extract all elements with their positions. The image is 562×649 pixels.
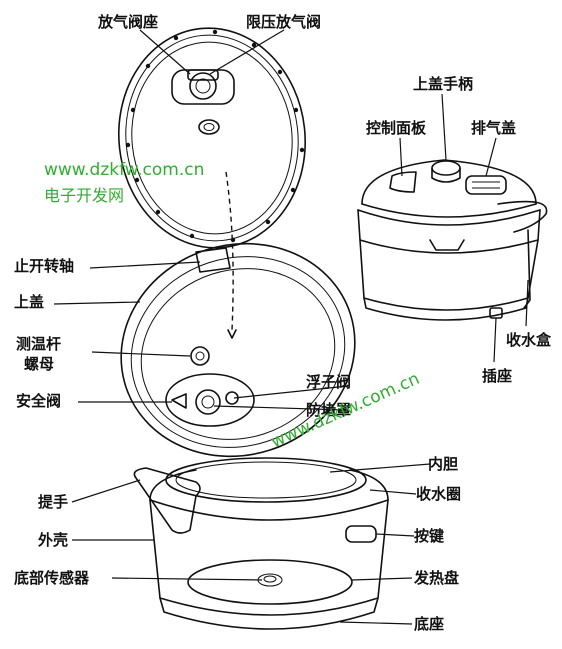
label-button: 按键 bbox=[414, 527, 445, 545]
label-base: 底座 bbox=[414, 615, 445, 633]
label-anti-block-cover: 防堵罩 bbox=[306, 401, 352, 419]
label-inner-pot: 内胆 bbox=[428, 455, 459, 473]
label-top-lid: 上盖 bbox=[14, 293, 45, 311]
assembled-cooker bbox=[357, 159, 548, 321]
label-water-collector-box: 收水盒 bbox=[506, 331, 552, 349]
detached-lid bbox=[117, 27, 307, 339]
main-cooker bbox=[120, 242, 389, 630]
label-heating-plate: 发热盘 bbox=[414, 569, 460, 587]
label-water-collector-ring: 收水圈 bbox=[416, 485, 462, 503]
label-outer-shell: 外壳 bbox=[38, 531, 69, 549]
label-vent-valve-seat: 放气阀座 bbox=[98, 13, 159, 31]
label-pressure-limit-valve: 限压放气阀 bbox=[246, 13, 322, 31]
label-hinge-shaft: 止开转轴 bbox=[14, 257, 75, 275]
label-control-panel: 控制面板 bbox=[366, 119, 427, 137]
label-socket: 插座 bbox=[482, 367, 513, 385]
label-safety-valve: 安全阀 bbox=[16, 392, 62, 410]
watermark-url: www.dzkfw.com.cn bbox=[44, 160, 205, 180]
leader-lines bbox=[53, 29, 529, 625]
label-exhaust-cover: 排气盖 bbox=[471, 119, 517, 137]
label-temp-rod-line1: 测温杆 bbox=[16, 335, 62, 353]
label-bottom-sensor: 底部传感器 bbox=[14, 569, 90, 587]
label-temp-rod-line2: 螺母 bbox=[24, 355, 55, 373]
watermark-site-name: 电子开发网 bbox=[44, 186, 125, 205]
label-carry-handle: 提手 bbox=[38, 493, 69, 511]
label-float-valve: 浮子阀 bbox=[306, 373, 352, 391]
label-lid-handle: 上盖手柄 bbox=[413, 75, 474, 93]
